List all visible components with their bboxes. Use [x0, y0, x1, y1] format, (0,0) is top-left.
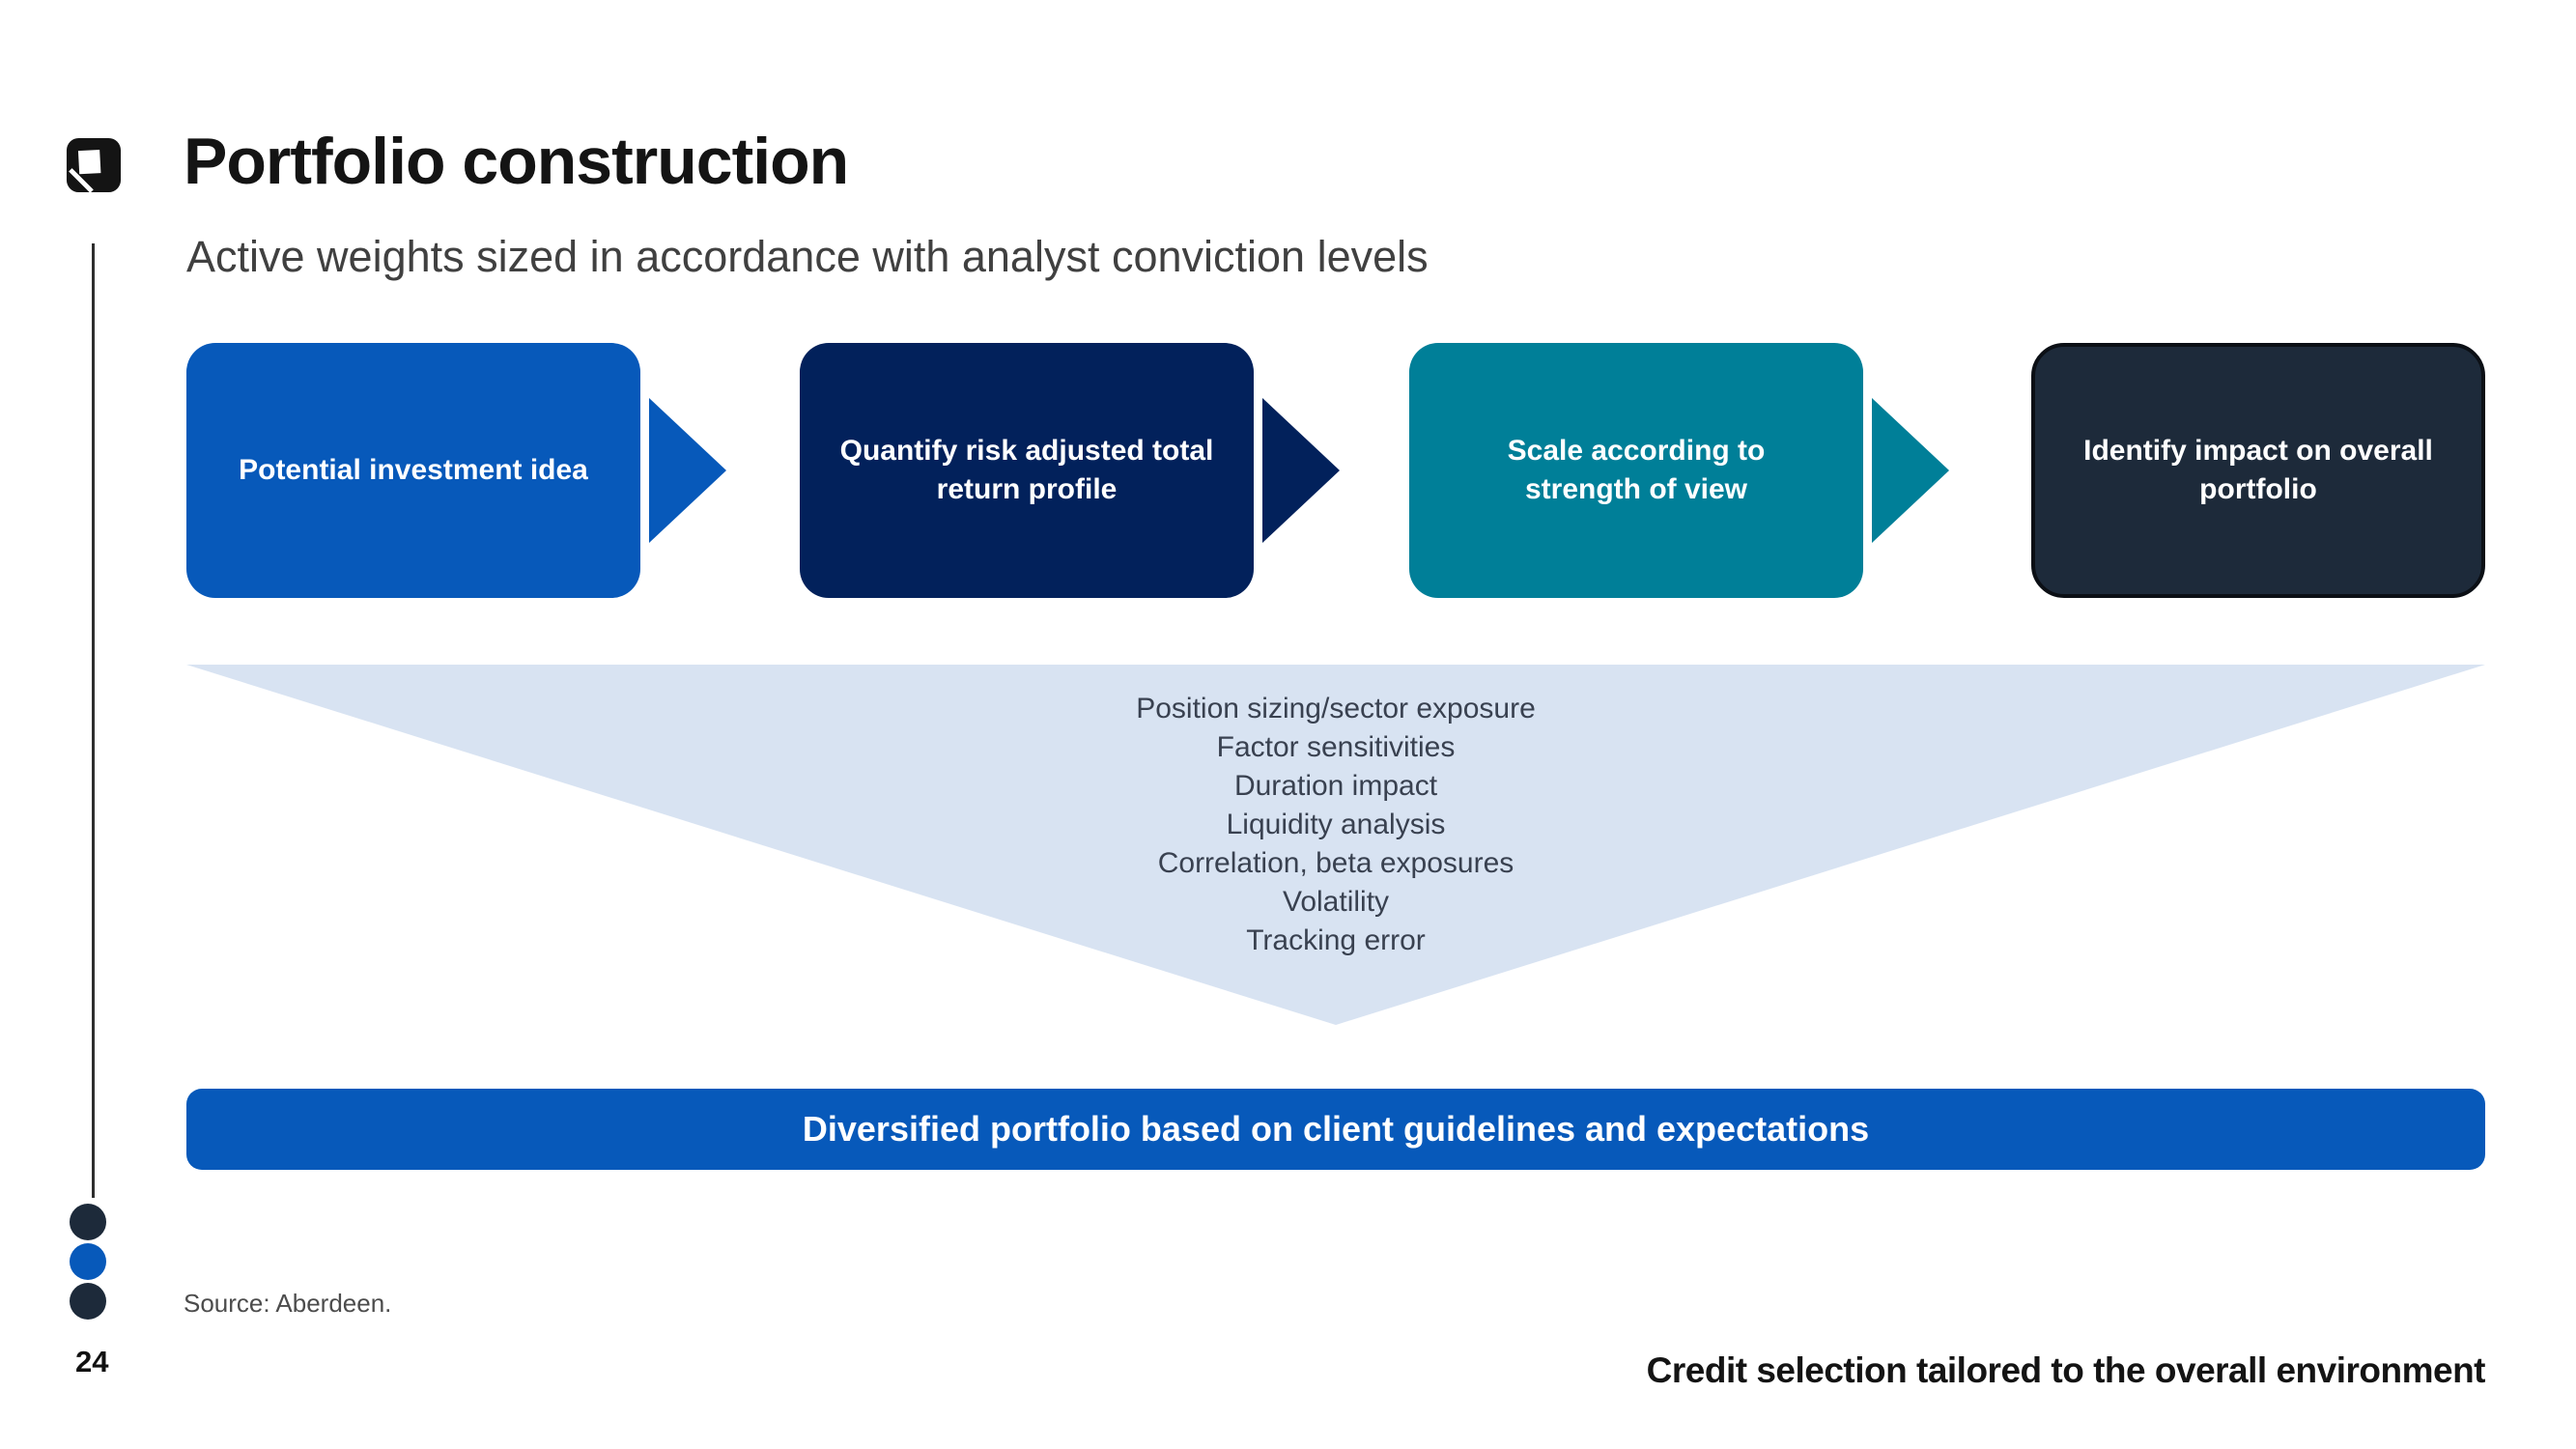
funnel-item: Liquidity analysis [1226, 809, 1446, 840]
process-step-4-label: Identify impact on overall portfolio [2083, 434, 2433, 506]
process-step-3: Scale according to strength of view [1409, 343, 1863, 598]
arrow-right-icon [1872, 398, 1949, 543]
footer-tagline: Credit selection tailored to the overall… [1646, 1350, 2486, 1390]
result-banner: Diversified portfolio based on client gu… [186, 1089, 2485, 1170]
page-number: 24 [75, 1345, 109, 1378]
arrow-right-icon [1262, 398, 1340, 543]
process-step-4: Identify impact on overall portfolio [2031, 343, 2485, 598]
source-note: Source: Aberdeen. [184, 1289, 392, 1318]
page-title: Portfolio construction [184, 125, 849, 198]
footer-dot-icon [70, 1204, 106, 1240]
process-step-2: Quantify risk adjusted total return prof… [800, 343, 1254, 598]
process-step-1-label: Potential investment idea [239, 453, 588, 486]
arrow-right-icon [649, 398, 726, 543]
funnel-item: Duration impact [1233, 770, 1438, 802]
process-step-3-label: Scale according to strength of view [1507, 434, 1766, 506]
process-step-1: Potential investment idea [186, 343, 640, 598]
left-accent-line [92, 243, 95, 1198]
footer-dot-icon [70, 1243, 106, 1280]
funnel-criteria-list: Position sizing/sector exposure Factor s… [611, 690, 2060, 960]
funnel-item: Tracking error [1246, 924, 1426, 956]
funnel-item: Correlation, beta exposures [1157, 847, 1514, 879]
funnel-triangle [186, 665, 2485, 1025]
page-subtitle: Active weights sized in accordance with … [186, 232, 1429, 281]
funnel-item: Factor sensitivities [1216, 731, 1456, 763]
aberdeen-logo-icon [66, 137, 122, 198]
result-banner-label: Diversified portfolio based on client gu… [802, 1109, 1870, 1149]
funnel-item: Volatility [1282, 886, 1390, 918]
funnel-item: Position sizing/sector exposure [1136, 693, 1536, 724]
process-step-2-label: Quantify risk adjusted total return prof… [839, 434, 1214, 506]
footer-dot-icon [70, 1283, 106, 1320]
